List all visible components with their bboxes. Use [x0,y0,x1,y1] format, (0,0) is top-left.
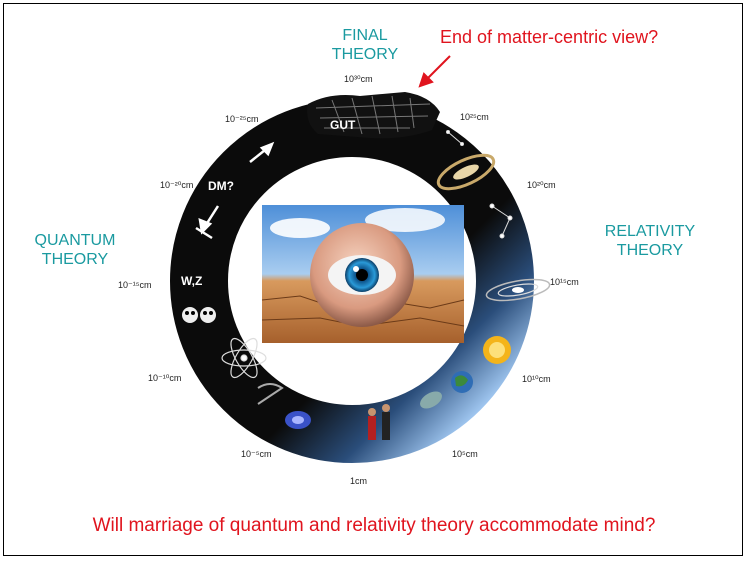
tick-label: 10²⁵cm [460,112,489,122]
tick-label: 10⁻⁵cm [241,449,272,459]
sun-icon [483,336,511,364]
tick-label: 10²⁰cm [527,180,556,190]
dm-label: DM? [208,179,234,193]
eye-image [262,205,464,343]
wz-label: W,Z [181,274,202,288]
tick-label: 10⁻¹⁰cm [148,373,181,383]
gut-label: GUT [330,118,356,132]
tick-label: 1cm [350,476,367,486]
tick-label: 10⁻²⁰cm [160,180,193,190]
tick-label: 10⁻²⁵cm [225,114,259,124]
tick-label: 10³⁰cm [344,74,373,84]
tick-label: 10¹⁵cm [550,277,579,287]
red-arrow-icon [420,56,450,86]
tick-label: 10⁵cm [452,449,478,459]
cell-icon [285,411,311,429]
tick-label: 10⁻¹⁵cm [118,280,152,290]
snake-head-icon [307,92,440,138]
earth-icon [451,371,473,393]
tick-label: 10¹⁰cm [522,374,551,384]
